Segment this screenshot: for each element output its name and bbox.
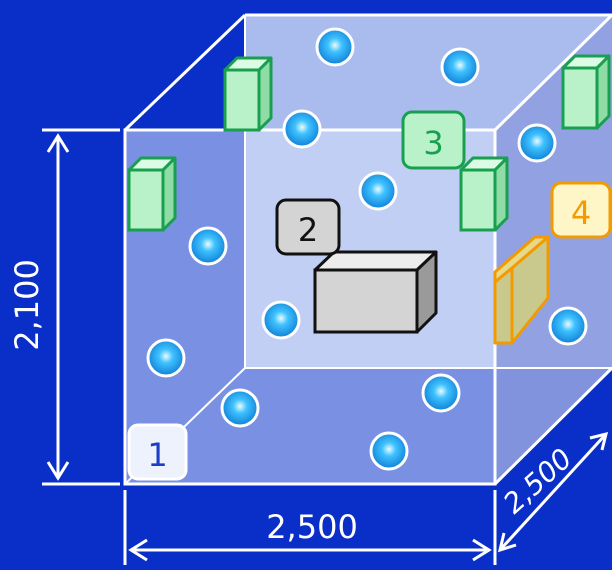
blue-dot-icon <box>282 109 322 149</box>
green-box-icon <box>561 54 611 130</box>
blue-dot-icon <box>548 306 588 346</box>
blue-dot-icon <box>358 171 398 211</box>
orange-panel-icon <box>493 235 550 345</box>
label-4-text: 4 <box>571 194 591 232</box>
blue-dot-icon <box>517 123 557 163</box>
height-dimension: 2,100 <box>8 128 120 486</box>
width-dimension: 2,500 <box>123 490 497 565</box>
height-dimension-text: 2,100 <box>8 259 46 351</box>
width-dimension-text: 2,500 <box>266 508 358 546</box>
cube-edge-top-left-diagonal <box>123 13 247 132</box>
label-1-text: 1 <box>147 436 167 474</box>
blue-dot-icon <box>421 373 461 413</box>
blue-dot-icon <box>146 338 186 378</box>
label-box-1: 1 <box>127 423 188 481</box>
label-2-text: 2 <box>298 211 318 249</box>
blue-dot-icon <box>261 300 301 340</box>
blue-dot-icon <box>369 431 409 471</box>
green-box-icon <box>127 156 177 232</box>
label-box-3: 3 <box>401 110 466 170</box>
blue-dot-icon <box>315 27 355 67</box>
cube-edge-bottom-right-diagonal <box>493 366 612 486</box>
label-3-text: 3 <box>423 124 443 162</box>
sensor-group <box>146 27 588 471</box>
cube-edge-top-right-diagonal <box>493 13 612 132</box>
gray-box-icon <box>313 250 438 334</box>
blue-dot-icon <box>188 226 228 266</box>
green-box-icon <box>223 56 273 132</box>
blue-dot-icon <box>220 388 260 428</box>
green-box-icon <box>459 156 509 232</box>
label-box-2: 2 <box>275 198 341 256</box>
blue-dot-icon <box>440 47 480 87</box>
label-box-4: 4 <box>550 181 612 239</box>
